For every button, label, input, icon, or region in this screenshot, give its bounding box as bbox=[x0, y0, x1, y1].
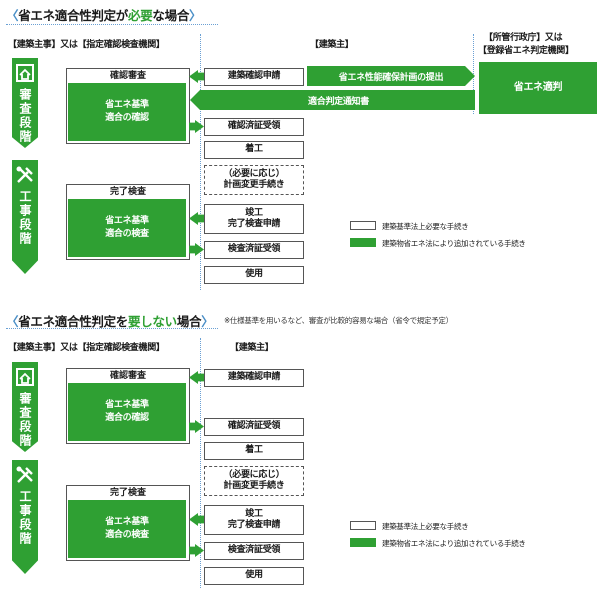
section1-box-sumi: 確認済証受領 bbox=[204, 118, 304, 136]
section2-divider-left bbox=[200, 338, 201, 588]
section1-arrow-shinsei bbox=[189, 70, 204, 83]
section1-legend-white-swatch bbox=[350, 221, 376, 230]
section2-arrow-shinsei bbox=[189, 371, 204, 384]
section1-arrow-sumi bbox=[189, 120, 204, 133]
section1-box-kensa: 検査済証受領 bbox=[204, 241, 304, 259]
section2-title: 〈省エネ適合性判定を要しない場合〉 bbox=[6, 314, 214, 329]
section1-arrow-kensa bbox=[189, 243, 204, 256]
section2-box-chakko: 着工 bbox=[204, 442, 304, 460]
section1-legend-green-swatch bbox=[350, 238, 376, 247]
house-icon bbox=[14, 366, 36, 388]
section2-stage-review: 審査段階 bbox=[12, 362, 38, 452]
house-icon bbox=[14, 62, 36, 84]
section2-header-mid: 【建築主】 bbox=[230, 343, 274, 353]
section1-box-chakko: 着工 bbox=[204, 141, 304, 159]
section1-arrow-submit: 省エネ性能確保計画の提出 bbox=[307, 66, 475, 86]
section2-note: ※仕様基準を用いるなど、審査が比較的容易な場合（省令で規定予定） bbox=[224, 316, 453, 325]
section2-box-sumi: 確認済証受領 bbox=[204, 418, 304, 436]
section1-kanryo-title: 完了検査 bbox=[109, 187, 146, 197]
section1-box-shiyo: 使用 bbox=[204, 266, 304, 284]
section2-arrow-sumi bbox=[189, 420, 204, 433]
section2-box-henko: （必要に応じ） 計画変更手続き bbox=[204, 466, 304, 496]
section1-divider-right bbox=[473, 34, 474, 114]
section2-title-underline bbox=[6, 328, 218, 329]
section2-legend-green-swatch bbox=[350, 538, 376, 547]
section1-tekihan-box: 省エネ適判 bbox=[479, 62, 597, 114]
section2-box-shiyo: 使用 bbox=[204, 567, 304, 585]
section2-stage-construct: 工事段階 bbox=[12, 460, 38, 574]
section1-kakunin-inner: 省エネ基準 適合の確認 bbox=[68, 83, 186, 141]
section1-arrow-notice: 適合判定通知書 bbox=[190, 90, 475, 110]
section2-legend-green-text: 建築物省エネ法により追加されている手続き bbox=[382, 539, 526, 548]
section2-box-shunko: 竣工 完了検査申請 bbox=[204, 505, 304, 535]
section1-header-right-1: 【所管行政庁】又は bbox=[484, 33, 563, 43]
tools-icon bbox=[14, 464, 36, 486]
section2-kanryo-inner: 省エネ基準 適合の検査 bbox=[68, 500, 186, 558]
section2-header-left: 【建築主事】又は【指定確認検査機関】 bbox=[8, 343, 165, 353]
section2-kakunin-inner: 省エネ基準 適合の確認 bbox=[68, 383, 186, 441]
section1-arrow-shunko bbox=[189, 212, 204, 225]
section2-legend-white-swatch bbox=[350, 521, 376, 530]
section1-divider-left bbox=[200, 34, 201, 290]
section1-stage-construct: 工事段階 bbox=[12, 160, 38, 274]
section1-box-shinsei: 建築確認申請 bbox=[204, 68, 304, 86]
section1-kakunin-title: 確認審査 bbox=[109, 71, 146, 81]
section1-legend-white-text: 建築基準法上必要な手続き bbox=[382, 222, 469, 231]
section2-box-kensa: 検査済証受領 bbox=[204, 542, 304, 560]
section1-box-shunko: 竣工 完了検査申請 bbox=[204, 204, 304, 234]
section1-box-henko: （必要に応じ） 計画変更手続き bbox=[204, 165, 304, 195]
section1-title-underline bbox=[6, 24, 218, 25]
section1-title: 〈省エネ適合性判定が必要な場合〉 bbox=[6, 8, 202, 23]
section2-arrow-kensa bbox=[189, 544, 204, 557]
section1-kanryo-inner: 省エネ基準 適合の検査 bbox=[68, 199, 186, 257]
section1-header-mid: 【建築主】 bbox=[310, 40, 354, 50]
section1-header-right-2: 【登録省エネ判定機関】 bbox=[478, 46, 574, 56]
section2-kanryo-title: 完了検査 bbox=[109, 488, 146, 498]
section2-legend-white-text: 建築基準法上必要な手続き bbox=[382, 522, 469, 531]
section2-arrow-shunko bbox=[189, 513, 204, 526]
section2-kakunin-title: 確認審査 bbox=[109, 371, 146, 381]
section1-stage-review: 審査段階 bbox=[12, 58, 38, 148]
section1-header-left: 【建築主事】又は【指定確認検査機関】 bbox=[8, 40, 165, 50]
tools-icon bbox=[14, 164, 36, 186]
section2-box-shinsei: 建築確認申請 bbox=[204, 369, 304, 387]
section1-legend-green-text: 建築物省エネ法により追加されている手続き bbox=[382, 239, 526, 248]
